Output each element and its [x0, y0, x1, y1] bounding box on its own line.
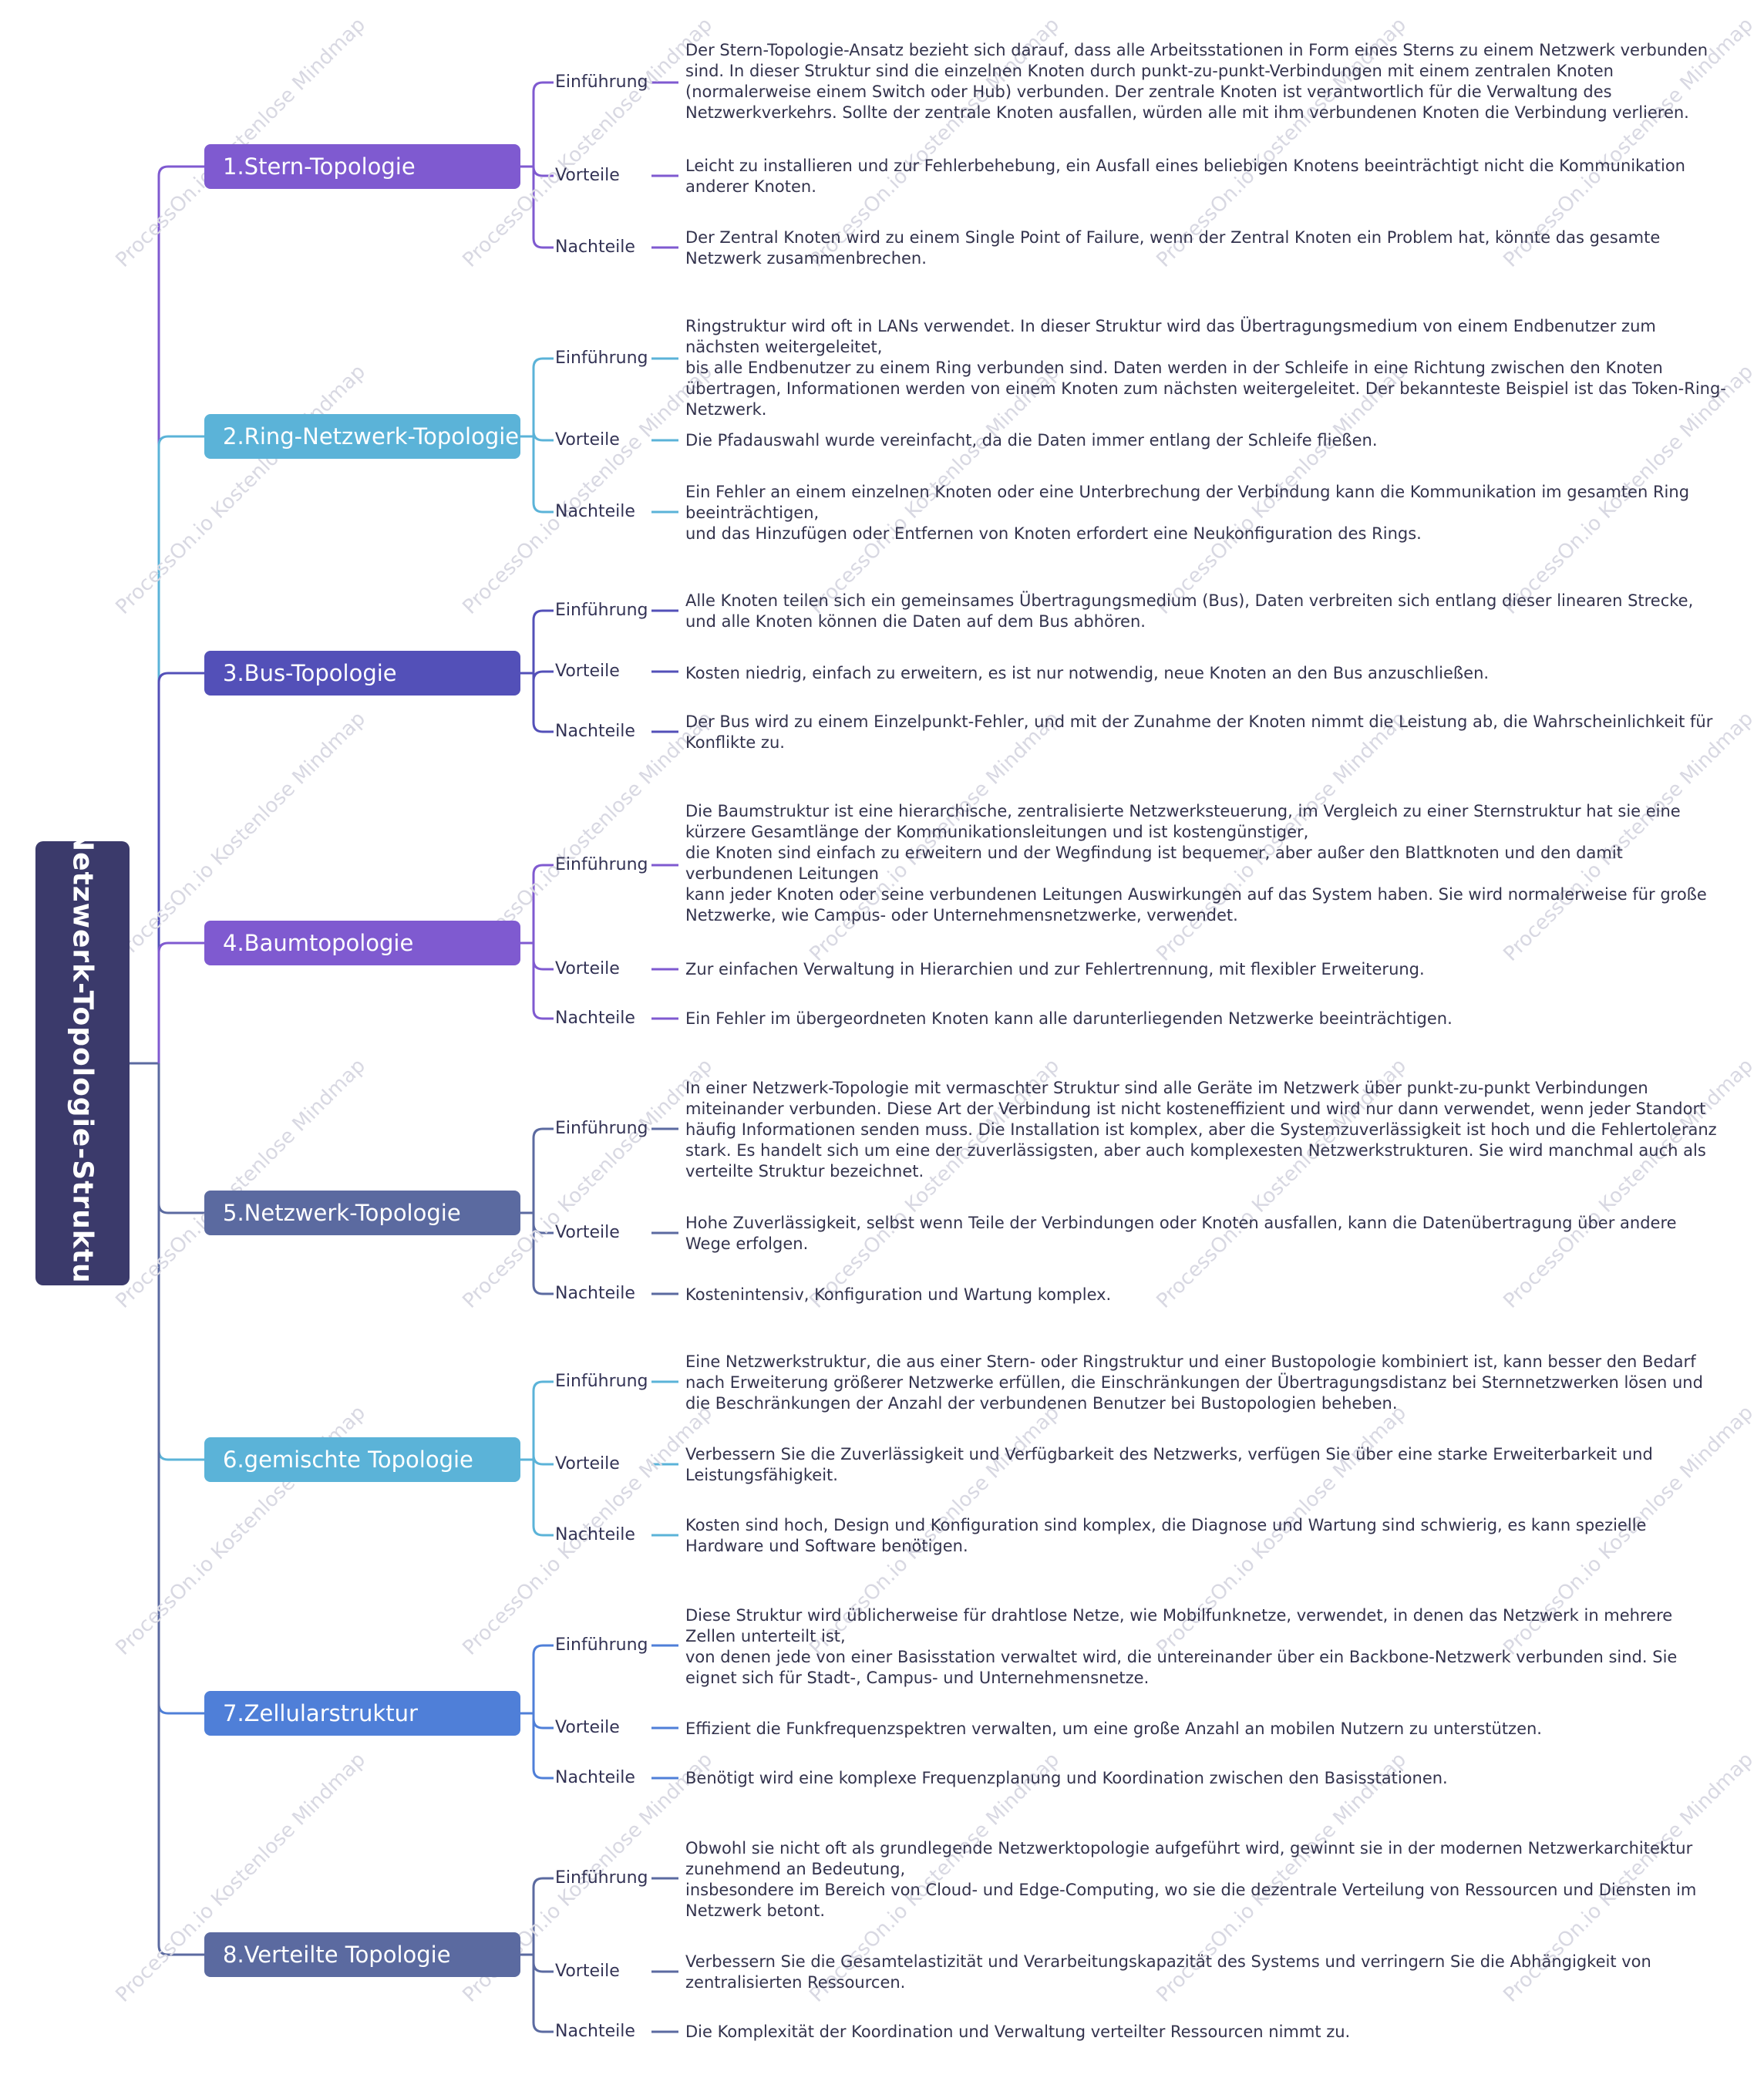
subtopic-description: Obwohl sie nicht oft als grundlegende Ne… — [685, 1839, 1697, 1920]
subtopic-description: Ein Fehler im übergeordneten Knoten kann… — [685, 1009, 1453, 1028]
subtopic-vorteile[interactable]: Vorteile — [555, 1718, 620, 1737]
child-connector — [532, 943, 554, 971]
subtopic-vorteile[interactable]: Vorteile — [555, 662, 620, 681]
subtopic-nachteile[interactable]: Nachteile — [555, 1009, 635, 1028]
branch-label: 2.Ring-Netzwerk-Topologie — [223, 423, 520, 450]
subtopic-description: Die Baumstruktur ist eine hierarchische,… — [685, 802, 1707, 925]
subtopic-nachteile[interactable]: Nachteile — [555, 2022, 635, 2041]
subtopic-description: Kosten sind hoch, Design und Konfigurati… — [685, 1516, 1647, 1555]
child-connector — [532, 1955, 554, 2033]
child-connector — [532, 943, 554, 1020]
branch-label: 6.gemischte Topologie — [223, 1447, 473, 1473]
subtopic-nachteile[interactable]: Nachteile — [555, 237, 635, 257]
subtopic-description: Ringstruktur wird oft in LANs verwendet.… — [685, 317, 1726, 419]
subtopic-description: Alle Knoten teilen sich ein gemeinsames … — [685, 591, 1694, 631]
branch-connector — [157, 672, 204, 1063]
child-connector — [532, 609, 554, 673]
root-title: Netzwerk-Topologie-Struktur — [66, 828, 99, 1298]
child-connector — [532, 167, 554, 249]
subtopic-vorteile[interactable]: Vorteile — [555, 166, 620, 185]
subtopic-einführung[interactable]: Einführung — [555, 1119, 648, 1138]
subtopic-description: Der Bus wird zu einem Einzelpunkt-Fehler… — [685, 712, 1713, 752]
subtopic-nachteile[interactable]: Nachteile — [555, 502, 635, 521]
subtopic-description: In einer Netzwerk-Topologie mit vermasch… — [685, 1079, 1717, 1181]
child-connector — [532, 1955, 554, 1973]
subtopic-nachteile[interactable]: Nachteile — [555, 1525, 635, 1544]
branch-label: 3.Bus-Topologie — [223, 660, 397, 686]
subtopic-vorteile[interactable]: Vorteile — [555, 1223, 620, 1242]
subtopic-description: Benötigt wird eine komplexe Frequenzplan… — [685, 1769, 1448, 1787]
branch-connector — [157, 1063, 204, 1461]
branch-connector — [157, 1063, 204, 1214]
subtopic-nachteile[interactable]: Nachteile — [555, 1768, 635, 1787]
child-connector — [532, 81, 554, 167]
subtopic-description: Leicht zu installieren und zur Fehlerbeh… — [685, 157, 1685, 196]
branch-label: 7.Zellularstruktur — [223, 1700, 418, 1726]
subtopic-description: Zur einfachen Verwaltung in Hierarchien … — [685, 960, 1425, 978]
child-connector — [532, 1644, 554, 1713]
subtopic-description: Eine Netzwerkstruktur, die aus einer Ste… — [685, 1352, 1703, 1413]
branch-topic[interactable]: 3.Bus-Topologie — [204, 651, 520, 696]
branch-connector — [157, 165, 204, 1063]
branch-label: 8.Verteilte Topologie — [223, 1942, 451, 1968]
subtopic-einführung[interactable]: Einführung — [555, 1635, 648, 1655]
subtopic-description: Der Zentral Knoten wird zu einem Single … — [685, 228, 1661, 268]
subtopic-description: Kostenintensiv, Konfiguration und Wartun… — [685, 1285, 1112, 1304]
branch-topic[interactable]: 6.gemischte Topologie — [204, 1437, 520, 1482]
subtopic-vorteile[interactable]: Vorteile — [555, 430, 620, 450]
branch-connector — [157, 1063, 204, 1956]
child-connector — [532, 357, 554, 436]
branch-topic[interactable]: 7.Zellularstruktur — [204, 1691, 520, 1736]
child-connector — [532, 1713, 554, 1730]
branch-connector — [157, 1063, 204, 1715]
subtopic-vorteile[interactable]: Vorteile — [555, 1454, 620, 1474]
branch-connector — [157, 941, 204, 1063]
subtopic-description: Die Pfadauswahl wurde vereinfacht, da di… — [685, 431, 1378, 450]
branch-label: 5.Netzwerk-Topologie — [223, 1200, 461, 1226]
subtopic-description: Der Stern-Topologie-Ansatz bezieht sich … — [685, 41, 1708, 122]
subtopic-description: Ein Fehler an einem einzelnen Knoten ode… — [685, 483, 1690, 543]
child-connector — [532, 1460, 554, 1537]
child-connector — [532, 1127, 554, 1213]
branch-connector — [157, 435, 204, 1063]
child-connector — [532, 1213, 554, 1295]
subtopic-vorteile[interactable]: Vorteile — [555, 1962, 620, 1981]
child-connector — [532, 864, 554, 943]
branch-label: 4.Baumtopologie — [223, 930, 414, 956]
subtopic-description: Effizient die Funkfrequenzspektren verwa… — [685, 1719, 1542, 1738]
branch-topic[interactable]: 1.Stern-Topologie — [204, 144, 520, 189]
subtopic-description: Diese Struktur wird üblicherweise für dr… — [685, 1606, 1678, 1687]
branch-topic[interactable]: 2.Ring-Netzwerk-Topologie — [204, 414, 520, 459]
subtopic-description: Verbessern Sie die Gesamtelastizität und… — [685, 1952, 1651, 1992]
child-connector — [532, 670, 554, 682]
child-connector — [532, 1713, 554, 1780]
branch-topic[interactable]: 5.Netzwerk-Topologie — [204, 1191, 520, 1235]
branch-label: 1.Stern-Topologie — [223, 153, 416, 180]
root-topic[interactable]: Netzwerk-Topologie-Struktur — [35, 828, 130, 1298]
subtopic-einführung[interactable]: Einführung — [555, 1372, 648, 1391]
child-connector — [532, 1877, 554, 1955]
subtopic-description: Kosten niedrig, einfach zu erweitern, es… — [685, 664, 1490, 682]
subtopic-description: Die Komplexität der Koordination und Ver… — [685, 2023, 1351, 2041]
subtopic-description: Hohe Zuverlässigkeit, selbst wenn Teile … — [685, 1214, 1677, 1253]
branch-topic[interactable]: 8.Verteilte Topologie — [204, 1932, 520, 1977]
child-connector — [532, 166, 554, 177]
subtopic-einführung[interactable]: Einführung — [555, 1868, 648, 1888]
child-connector — [532, 1454, 554, 1466]
subtopic-nachteile[interactable]: Nachteile — [555, 722, 635, 741]
subtopic-einführung[interactable]: Einführung — [555, 72, 648, 92]
child-connector — [532, 673, 554, 733]
child-connector — [532, 430, 554, 442]
subtopic-vorteile[interactable]: Vorteile — [555, 959, 620, 978]
subtopic-einführung[interactable]: Einführung — [555, 349, 648, 368]
subtopic-nachteile[interactable]: Nachteile — [555, 1284, 635, 1303]
subtopic-einführung[interactable]: Einführung — [555, 855, 648, 874]
subtopic-einführung[interactable]: Einführung — [555, 601, 648, 620]
child-connector — [532, 1213, 554, 1234]
branch-topic[interactable]: 4.Baumtopologie — [204, 921, 520, 965]
subtopic-description: Verbessern Sie die Zuverlässigkeit und V… — [685, 1445, 1653, 1484]
child-connector — [532, 1380, 554, 1460]
child-connector — [532, 436, 554, 514]
